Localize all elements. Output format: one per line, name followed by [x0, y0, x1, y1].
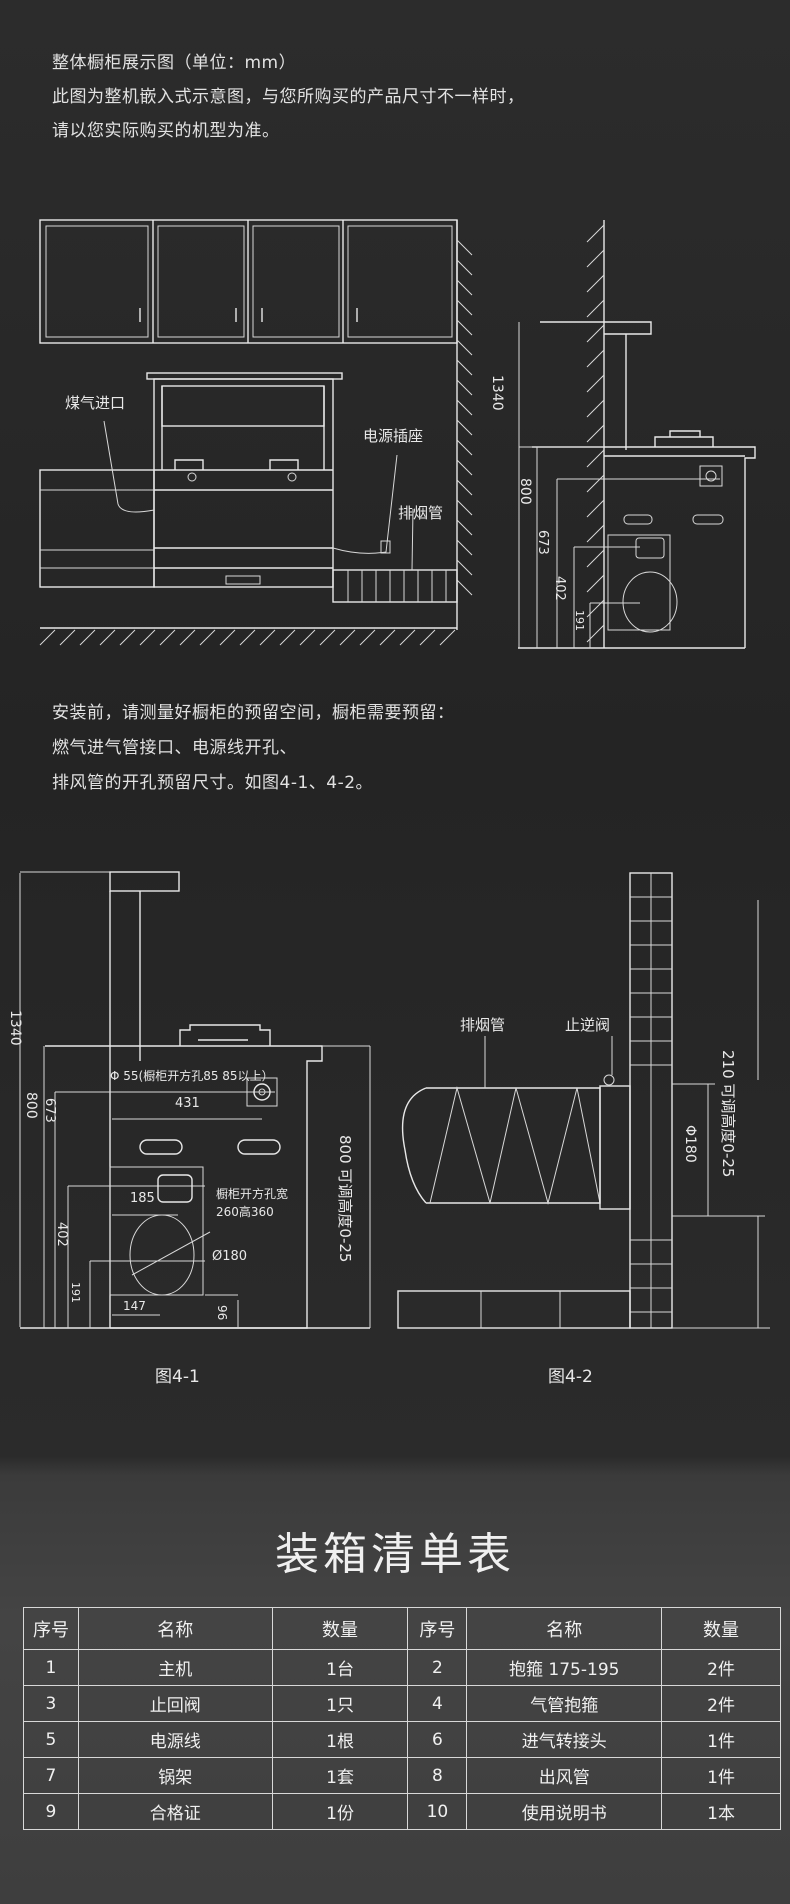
check-valve-label: 止逆阀 — [565, 1016, 610, 1034]
dim-402: 402 — [54, 1222, 69, 1247]
cell: 锅架 — [77, 1757, 273, 1794]
cell: 3 — [23, 1685, 79, 1722]
cell: 出风管 — [466, 1757, 663, 1794]
dim-1340: 1340 — [489, 375, 505, 411]
left-cabinet — [39, 420, 155, 588]
notes-line-3: 排风管的开孔预留尺寸。如图4-1、4-2。 — [52, 773, 374, 793]
packing-list-title: 装箱清单表 — [275, 1529, 515, 1580]
cell: 气管抱箍 — [466, 1685, 663, 1722]
floor — [39, 627, 457, 646]
power-socket-label: 电源插座 — [363, 427, 423, 445]
cabinet-diagram: 煤气进口 电源插座 排烟管 1340 800 673 402 191 — [39, 219, 756, 649]
header-name: 名称 — [466, 1607, 663, 1650]
dim-673: 673 — [42, 1098, 57, 1123]
cell: 7 — [23, 1757, 79, 1794]
figure-4-2: 排烟管 止逆阀 Φ180 210 可调高度0-25 图4-2 — [397, 872, 770, 1387]
cell: 2件 — [661, 1685, 781, 1722]
cabinet-opening-size: 260高360 — [216, 1204, 274, 1219]
gas-inlet-label: 煤气进口 — [65, 394, 125, 412]
dim-800: 800 — [517, 478, 533, 505]
dim-147: 147 — [123, 1299, 146, 1313]
adjustable-height-label: 800 可调高度0-25 — [336, 1135, 354, 1262]
dia-180: Φ180 — [682, 1125, 698, 1163]
intro-title: 整体橱柜展示图（单位：mm） — [52, 53, 297, 73]
cell: 电源线 — [77, 1721, 273, 1758]
exhaust-pipe-label: 排烟管 — [398, 504, 443, 522]
intro-line-2: 请以您实际购买的机型为准。 — [52, 121, 280, 141]
dim-673: 673 — [535, 530, 550, 555]
cell: 5 — [23, 1721, 79, 1758]
dim-191: 191 — [69, 1282, 82, 1303]
cell: 1件 — [661, 1721, 781, 1758]
cell: 4 — [407, 1685, 468, 1722]
installation-figures: Φ 55(橱柜开方孔85 85以上） 431 185 橱柜开方孔宽 260高36… — [7, 871, 770, 1387]
dim-185: 185 — [130, 1191, 155, 1206]
header-qty: 数量 — [271, 1607, 409, 1650]
cell: 1本 — [661, 1793, 781, 1830]
dim-1340: 1340 — [7, 1010, 23, 1046]
cell: 抱箍 175-195 — [466, 1649, 663, 1686]
figure-4-2-caption: 图4-2 — [548, 1367, 593, 1387]
cell: 1 — [23, 1649, 79, 1686]
intro-line-1: 此图为整机嵌入式示意图，与您所购买的产品尺寸不一样时， — [52, 87, 525, 107]
cell: 1台 — [271, 1649, 409, 1686]
dia-180: Ø180 — [212, 1249, 247, 1264]
cell: 进气转接头 — [466, 1721, 663, 1758]
cell: 主机 — [77, 1649, 273, 1686]
dim-431: 431 — [175, 1096, 200, 1111]
cell: 8 — [407, 1757, 468, 1794]
notes-line-1: 安装前，请测量好橱柜的预留空间，橱柜需要预留： — [52, 703, 455, 723]
exhaust-pipe-box — [332, 454, 458, 603]
cell: 使用说明书 — [466, 1793, 663, 1830]
dim-96: 96 — [215, 1305, 229, 1320]
wall-hatch — [456, 220, 473, 630]
header-name: 名称 — [77, 1607, 273, 1650]
dim-800: 800 — [23, 1092, 39, 1119]
header-no: 序号 — [23, 1607, 79, 1650]
cell: 1只 — [271, 1685, 409, 1722]
gas-hole-label: Φ 55(橱柜开方孔85 85以上） — [110, 1068, 274, 1083]
cell: 10 — [407, 1793, 468, 1830]
cell: 合格证 — [77, 1793, 273, 1830]
cell: 2件 — [661, 1649, 781, 1686]
dim-402: 402 — [552, 576, 567, 601]
notes-line-2: 燃气进气管接口、电源线开孔、 — [52, 738, 297, 758]
cell: 1件 — [661, 1757, 781, 1794]
exhaust-pipe-label: 排烟管 — [460, 1016, 505, 1034]
figure-4-1: Φ 55(橱柜开方孔85 85以上） 431 185 橱柜开方孔宽 260高36… — [7, 871, 371, 1387]
cell: 止回阀 — [77, 1685, 273, 1722]
cell: 6 — [407, 1721, 468, 1758]
header-qty: 数量 — [661, 1607, 781, 1650]
cabinet-opening-label: 橱柜开方孔宽 — [216, 1186, 288, 1201]
cell: 1份 — [271, 1793, 409, 1830]
cell: 2 — [407, 1649, 468, 1686]
adjustable-height-label: 210 可调高度0-25 — [719, 1050, 737, 1177]
header-no: 序号 — [407, 1607, 468, 1650]
cell: 1根 — [271, 1721, 409, 1758]
cell: 1套 — [271, 1757, 409, 1794]
cell: 9 — [23, 1793, 79, 1830]
dim-191: 191 — [573, 610, 586, 631]
figure-4-1-caption: 图4-1 — [155, 1367, 200, 1387]
side-view — [518, 220, 756, 649]
table-header: 序号 名称 数量 序号 名称 数量 — [23, 1607, 781, 1650]
